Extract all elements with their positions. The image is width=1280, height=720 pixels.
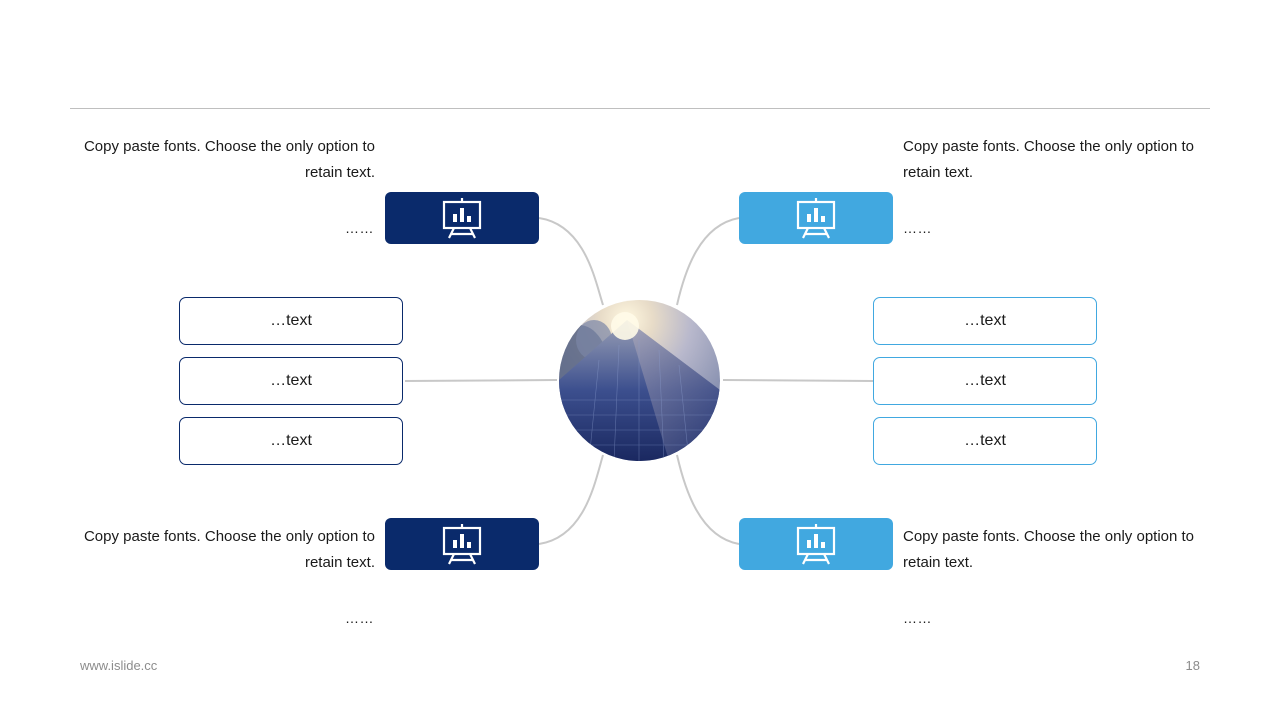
header-rule	[70, 108, 1210, 109]
left-text-box-3: …text	[179, 417, 403, 465]
bottom-right-description: Copy paste fonts. Choose the only option…	[903, 528, 1195, 571]
connector-bottom-left	[538, 454, 604, 545]
presentation-chart-icon	[796, 524, 836, 565]
bottom-right-tile	[739, 518, 893, 570]
connector-right	[722, 379, 874, 382]
connector-left	[404, 379, 558, 382]
connector-top-left	[538, 217, 604, 306]
bottom-right-dots: ……	[903, 610, 932, 626]
footer-website: www.islide.cc	[80, 658, 158, 673]
connector-top-right	[676, 217, 740, 306]
top-left-tile	[385, 192, 539, 244]
left-text-box-1: …text	[179, 297, 403, 345]
top-right-tile	[739, 192, 893, 244]
page-number: 18	[1185, 658, 1200, 673]
center-skyscraper-image	[559, 300, 720, 461]
bottom-left-tile	[385, 518, 539, 570]
right-text-box-3: …text	[873, 417, 1097, 465]
right-text-box-1: …text	[873, 297, 1097, 345]
right-text-box-2: …text	[873, 357, 1097, 405]
top-right-description: Copy paste fonts. Choose the only option…	[903, 138, 1195, 181]
left-text-box-2: …text	[179, 357, 403, 405]
bottom-left-dots: ……	[345, 610, 374, 626]
bottom-left-description: Copy paste fonts. Choose the only option…	[83, 528, 375, 571]
top-left-description: Copy paste fonts. Choose the only option…	[83, 138, 375, 181]
connector-bottom-right	[676, 454, 740, 545]
top-left-dots: ……	[345, 220, 374, 236]
top-right-dots: ……	[903, 220, 932, 236]
presentation-chart-icon	[442, 198, 482, 239]
presentation-chart-icon	[796, 198, 836, 239]
presentation-chart-icon	[442, 524, 482, 565]
